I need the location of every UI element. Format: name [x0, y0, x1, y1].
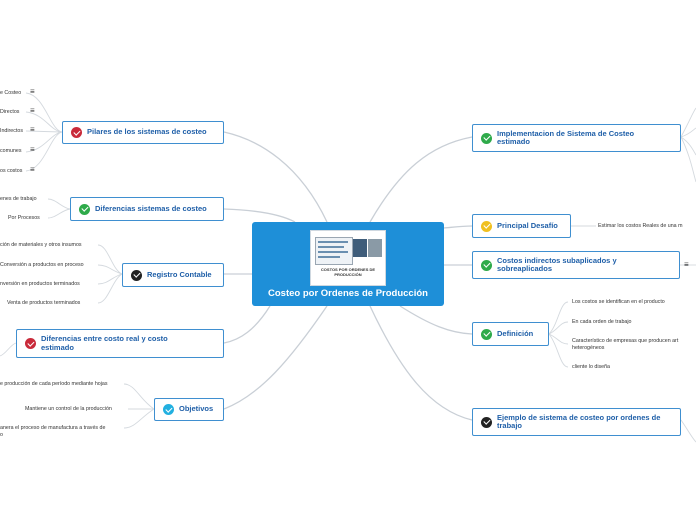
- subtopic[interactable]: e Costeo: [0, 90, 22, 96]
- check-icon: [25, 338, 36, 349]
- note-icon[interactable]: ≡: [30, 145, 35, 154]
- topic-registro-contable[interactable]: Registro Contable: [122, 263, 224, 287]
- check-icon: [481, 259, 492, 271]
- topic-label: Pilares de los sistemas de costeo: [87, 127, 207, 137]
- topic-ejemplo[interactable]: Ejemplo de sistema de costeo por ordenes…: [472, 408, 681, 436]
- topic-pilares[interactable]: Pilares de los sistemas de costeo: [62, 121, 224, 144]
- check-icon: [481, 220, 492, 232]
- note-icon[interactable]: ≡: [30, 87, 35, 96]
- subtopic[interactable]: Conversión a productos en proceso: [0, 262, 84, 268]
- central-topic-image: COSTOS POR ORDENES DE PRODUCCIÓN: [310, 230, 386, 286]
- check-icon: [481, 132, 492, 144]
- note-icon[interactable]: ≡: [684, 260, 689, 269]
- subtopic[interactable]: ción de materiales y otros insumos: [0, 242, 82, 248]
- subtopic[interactable]: En cada orden de trabajo: [572, 319, 632, 325]
- topic-objetivos[interactable]: Objetivos: [154, 398, 224, 421]
- subtopic[interactable]: Directos: [0, 109, 20, 115]
- topic-label: Definición: [497, 328, 534, 338]
- note-icon[interactable]: ≡: [30, 125, 35, 134]
- topic-label: Registro Contable: [147, 269, 212, 279]
- topic-label: Implementacion de Sistema de Costeo esti…: [497, 128, 635, 146]
- subtopic[interactable]: Venta de productos terminados: [7, 300, 81, 306]
- document-thumbnail: [315, 237, 353, 265]
- subtopic[interactable]: cliente lo diseña: [572, 364, 610, 370]
- check-icon: [481, 328, 492, 340]
- topic-label: Diferencias entre costo real y costo est…: [41, 334, 168, 352]
- subtopic[interactable]: Los costos se identifican en el producto: [572, 299, 665, 305]
- subtopic[interactable]: Indirectos: [0, 128, 23, 134]
- subtopic[interactable]: anera el proceso de manufactura a través…: [0, 425, 106, 431]
- topic-principal-desafio[interactable]: Principal Desafío: [472, 214, 571, 238]
- subtopic[interactable]: o: [0, 432, 3, 438]
- note-icon[interactable]: ≡: [30, 106, 35, 115]
- check-icon: [131, 269, 142, 281]
- subtopic[interactable]: comunes: [0, 148, 22, 154]
- subtopic[interactable]: enes de trabajo: [0, 196, 37, 202]
- central-topic[interactable]: COSTOS POR ORDENES DE PRODUCCIÓN Costeo …: [252, 222, 444, 306]
- topic-definicion[interactable]: Definición: [472, 322, 549, 346]
- check-icon: [79, 203, 90, 215]
- topic-label: Principal Desafío: [497, 220, 558, 230]
- topic-costo-real-estimado[interactable]: Diferencias entre costo real y costo est…: [16, 329, 224, 358]
- topic-label: Ejemplo de sistema de costeo por ordenes…: [497, 412, 661, 430]
- image-caption: COSTOS POR ORDENES DE PRODUCCIÓN: [320, 267, 376, 277]
- subtopic[interactable]: nversión en productos terminados: [0, 281, 80, 287]
- photo-thumbnail: [353, 239, 367, 257]
- subtopic[interactable]: Por Procesos: [8, 215, 40, 221]
- subtopic[interactable]: os costos: [0, 168, 23, 174]
- topic-label: Costos indirectos subaplicados y sobreap…: [497, 255, 617, 273]
- check-icon: [481, 416, 492, 428]
- central-topic-title: Costeo por Ordenes de Producción: [268, 288, 428, 299]
- check-icon: [163, 404, 174, 415]
- subtopic[interactable]: e producción de cada período mediante ho…: [0, 381, 108, 387]
- topic-label: Objetivos: [179, 404, 214, 414]
- topic-label: Diferencias sistemas de costeo: [95, 203, 207, 213]
- photo-thumbnail: [368, 239, 382, 257]
- note-icon[interactable]: ≡: [30, 165, 35, 174]
- subtopic[interactable]: Estimar los costos Reales de una m: [598, 223, 683, 229]
- topic-diferencias[interactable]: Diferencias sistemas de costeo: [70, 197, 224, 221]
- topic-implementacion[interactable]: Implementacion de Sistema de Costeo esti…: [472, 124, 681, 152]
- subtopic[interactable]: Mantiene un control de la producción: [25, 406, 112, 412]
- check-icon: [71, 127, 82, 138]
- subtopic[interactable]: Característico de empresas que producen …: [572, 338, 679, 351]
- topic-costos-subaplicados[interactable]: Costos indirectos subaplicados y sobreap…: [472, 251, 680, 279]
